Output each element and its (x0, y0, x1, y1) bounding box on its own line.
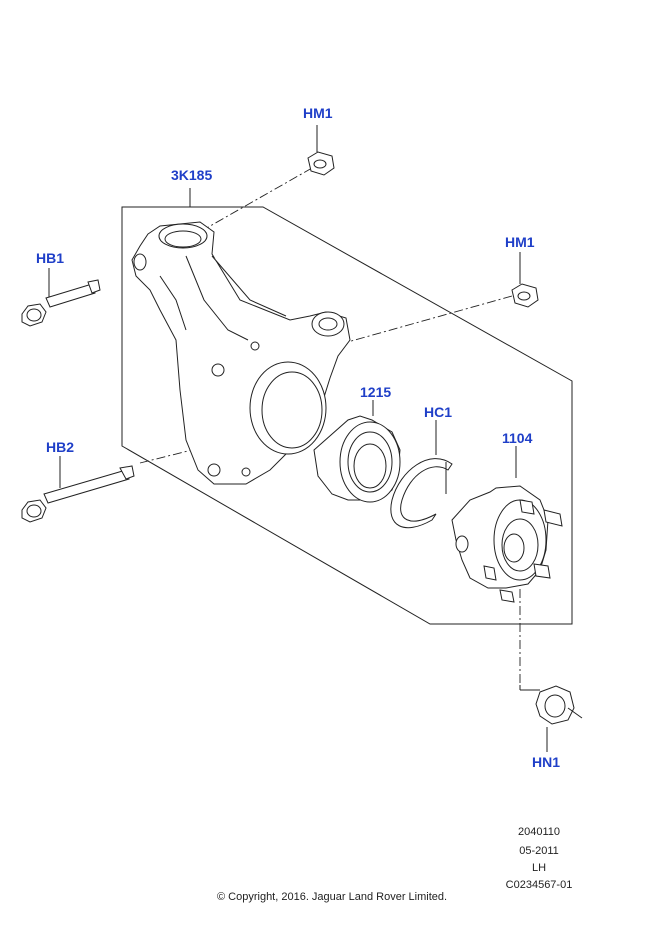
assembly-outline (121, 188, 573, 625)
steering-knuckle-3k185[interactable] (131, 221, 351, 485)
bolt-hb2[interactable] (21, 465, 135, 523)
flange-nut-hm1-right[interactable] (511, 283, 539, 308)
wheel-hub-1104[interactable] (451, 485, 563, 603)
callout-hn1[interactable]: HN1 (532, 754, 560, 770)
bolt-hb1[interactable] (21, 279, 101, 327)
callout-1104[interactable]: 1104 (502, 430, 533, 446)
circlip-hc1[interactable] (390, 458, 453, 529)
callout-3k185[interactable]: 3K185 (171, 167, 212, 183)
diagram-ref: C0234567-01 (505, 879, 573, 891)
wheel-bearing-1215[interactable] (313, 415, 401, 503)
callout-hb1[interactable]: HB1 (36, 250, 64, 266)
hub-nut-hn1[interactable] (535, 685, 583, 725)
callout-1215[interactable]: 1215 (360, 384, 391, 400)
flange-nut-hm1-top[interactable] (307, 151, 335, 176)
callout-hm1-top[interactable]: HM1 (303, 105, 333, 121)
callout-hc1[interactable]: HC1 (424, 404, 452, 420)
callout-hm1-right[interactable]: HM1 (505, 234, 535, 250)
diagram-side: LH (531, 862, 547, 874)
diagram-code: 2040110 (517, 826, 560, 838)
callout-hb2[interactable]: HB2 (46, 439, 74, 455)
diagram-date: 05-2011 (519, 845, 559, 857)
copyright-notice: © Copyright, 2016. Jaguar Land Rover Lim… (217, 891, 448, 903)
